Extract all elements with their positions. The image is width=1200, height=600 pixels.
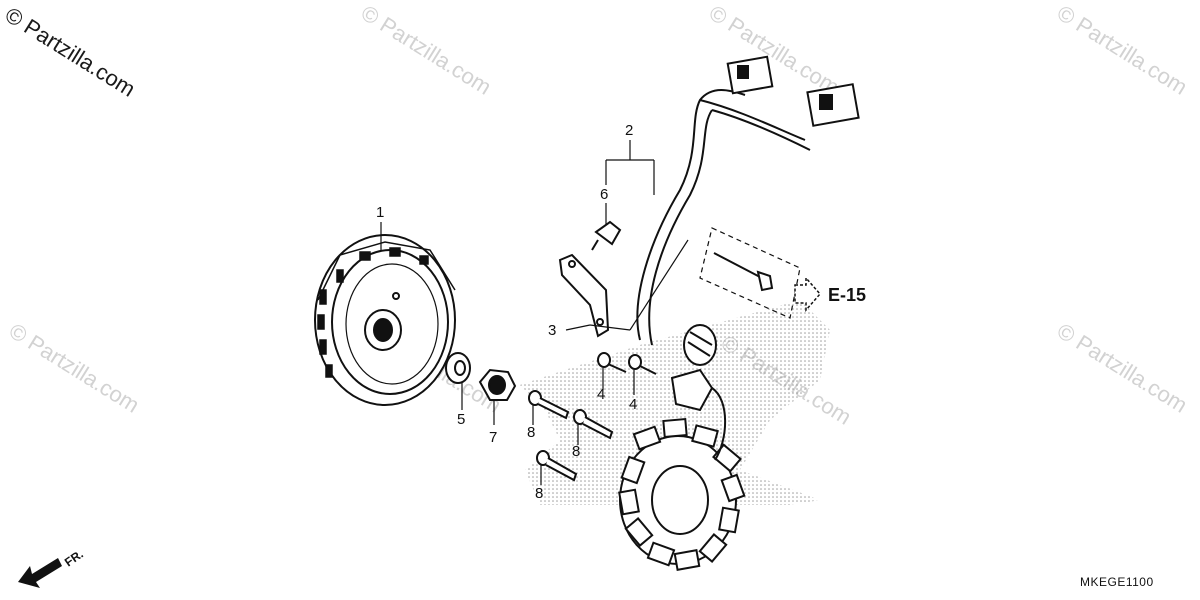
callout-1: 1 bbox=[376, 204, 385, 221]
callout-3: 3 bbox=[548, 322, 557, 339]
wire-harness bbox=[636, 55, 860, 366]
bracket-plate bbox=[558, 253, 610, 338]
reference-box bbox=[589, 227, 821, 331]
screw bbox=[591, 220, 622, 251]
callout-8: 8 bbox=[535, 485, 544, 502]
callout-6: 6 bbox=[600, 186, 609, 203]
flange-nut bbox=[478, 368, 517, 401]
stator bbox=[618, 368, 746, 571]
front-direction-arrow bbox=[18, 558, 62, 588]
callout-5: 5 bbox=[457, 411, 466, 428]
callout-2: 2 bbox=[625, 122, 634, 139]
callout-4: 4 bbox=[629, 396, 638, 413]
reference-label: E-15 bbox=[828, 285, 867, 305]
callout-8: 8 bbox=[527, 424, 536, 441]
flywheel-rotor bbox=[314, 234, 456, 406]
pulser-bolt bbox=[597, 352, 657, 375]
callout-8: 8 bbox=[572, 443, 581, 460]
diagram-code: MKEGE1100 bbox=[1080, 575, 1154, 589]
callout-7: 7 bbox=[489, 429, 498, 446]
washer bbox=[445, 352, 471, 384]
callout-4: 4 bbox=[597, 386, 606, 403]
stator-bolt bbox=[528, 390, 614, 482]
leader-lines bbox=[380, 140, 655, 485]
